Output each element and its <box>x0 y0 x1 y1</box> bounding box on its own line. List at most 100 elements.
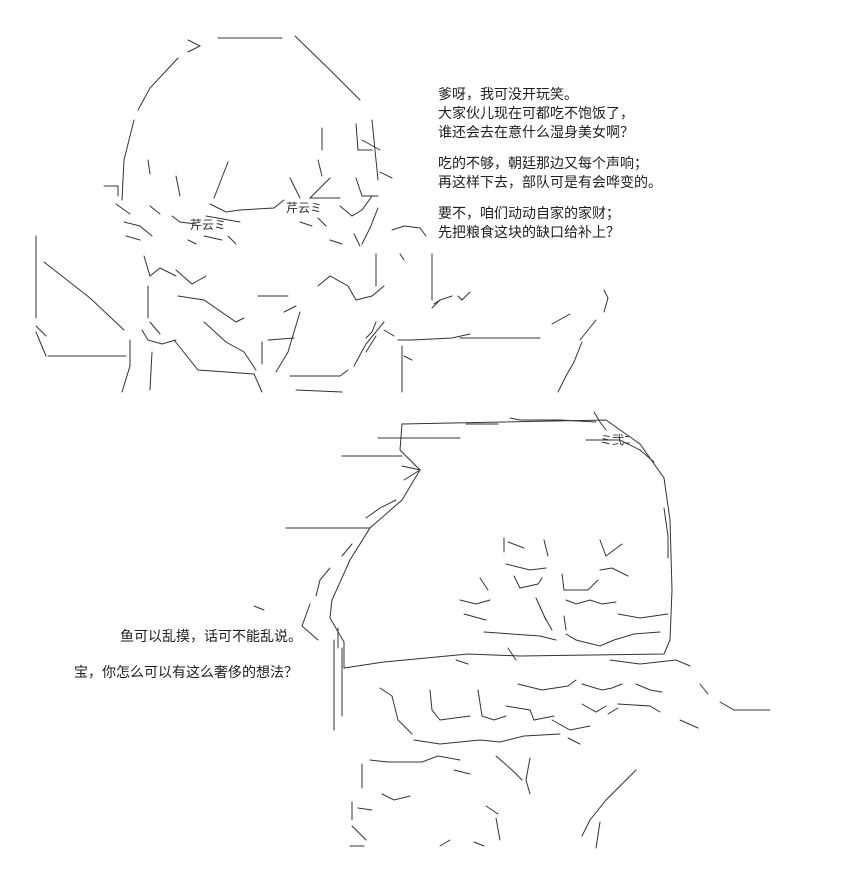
speech-block-top: 爹呀，我可没开玩笑。 大家伙儿现在可都吃不饱饭了， 谁还会去在意什么湿身美女啊？… <box>438 86 662 243</box>
shoulder-stroke <box>149 351 153 391</box>
face-stroke <box>115 203 161 215</box>
shoulder-stroke <box>365 321 377 339</box>
face-stroke <box>505 563 547 571</box>
hair-stroke <box>333 627 339 731</box>
hair-stroke <box>465 417 597 425</box>
hair-stroke <box>147 159 229 199</box>
speech-line-bottom-2: 宝，你怎么可以有这么奢侈的想法？ <box>74 665 298 681</box>
speech-gap <box>438 143 662 155</box>
hair-stroke <box>137 57 179 111</box>
eye-stroke <box>299 217 327 227</box>
eye-stroke <box>171 215 241 225</box>
hair-dotted-fill <box>329 419 673 669</box>
hair-stroke <box>593 411 607 431</box>
body-stroke <box>453 755 523 781</box>
body-stroke <box>679 719 699 729</box>
face-stroke <box>43 261 125 331</box>
bottom-character-art: ミ弐ﾆ <box>253 411 771 849</box>
face-stroke <box>147 285 161 335</box>
shoulder-stroke <box>431 295 453 309</box>
face-stroke <box>143 255 177 277</box>
face-stroke <box>391 225 427 237</box>
face-stroke <box>463 613 567 631</box>
speech-line: 吃的不够，朝廷那边又每个声响； <box>438 156 648 172</box>
body-stroke <box>379 687 413 735</box>
art-label-2: 芹云ミ <box>286 201 322 215</box>
face-stroke <box>209 199 285 213</box>
face-stroke <box>375 253 405 287</box>
face-stroke <box>503 537 549 557</box>
hair-stroke <box>301 603 319 641</box>
shoulder-stroke <box>551 313 597 341</box>
body-stroke <box>581 769 637 837</box>
body-stroke <box>357 807 373 811</box>
face-stroke <box>317 275 385 301</box>
face-stroke <box>561 573 599 591</box>
body-stroke <box>617 703 661 713</box>
face-stroke <box>599 539 623 557</box>
hair-stroke <box>585 439 655 463</box>
art-label-3: ミ弐ﾆ <box>600 433 630 447</box>
chin-stroke <box>295 321 385 393</box>
hair-stroke <box>289 159 341 199</box>
face-stroke <box>103 185 119 197</box>
body-stroke <box>567 737 581 745</box>
body-stroke <box>581 683 663 693</box>
body-stroke <box>381 793 411 801</box>
eye-stroke <box>187 235 237 245</box>
body-stroke <box>477 689 507 721</box>
chin-stroke <box>261 337 295 365</box>
body-stroke <box>517 679 577 691</box>
body-stroke <box>505 705 555 721</box>
hair-stroke <box>341 455 422 481</box>
chin-stroke <box>365 329 395 353</box>
speech-gap <box>438 193 662 205</box>
face-stroke <box>361 207 379 245</box>
body-stroke <box>413 733 561 745</box>
face-stroke <box>177 295 245 323</box>
body-stroke <box>253 605 265 611</box>
speech-line-bottom-1: 鱼可以乱摸，话可不能乱说。 <box>120 629 302 645</box>
shoulder-stroke <box>603 289 609 313</box>
chin-stroke <box>289 369 349 377</box>
hair-stroke <box>355 171 393 197</box>
speech-line: 先把粮食这块的缺口给补上？ <box>438 225 620 241</box>
hair-stroke <box>355 123 381 151</box>
body-stroke <box>699 683 709 695</box>
top-character-art: 芹云ミ 芹云ミ <box>35 35 609 393</box>
shoulder-stroke <box>121 339 131 393</box>
face-stroke <box>175 269 207 285</box>
body-stroke <box>551 719 591 731</box>
eye-stroke <box>329 233 361 247</box>
face-stroke <box>431 253 441 305</box>
hair-stroke <box>663 507 669 559</box>
face-stroke <box>479 575 543 591</box>
face-stroke <box>599 567 629 577</box>
art-label-1: 芹云ミ <box>190 218 226 232</box>
eye-stroke <box>123 221 153 241</box>
face-stroke <box>617 613 669 619</box>
face-stroke <box>565 631 661 647</box>
face-stroke <box>257 295 297 313</box>
hair-stroke <box>365 499 397 519</box>
body-stroke <box>473 841 485 847</box>
speech-line: 爹呀，我可没开玩笑。 <box>438 87 578 103</box>
shoulder-stroke <box>397 333 471 341</box>
hair-stroke <box>294 35 361 101</box>
chin-stroke <box>35 331 127 357</box>
face-stroke <box>483 631 557 641</box>
speech-line: 要不，咱们动动自家的家财； <box>438 206 620 222</box>
body-stroke <box>595 821 601 849</box>
body-stroke <box>351 801 367 841</box>
hair-stroke <box>315 543 353 597</box>
body-stroke <box>369 755 461 763</box>
hair-stroke <box>187 39 202 53</box>
body-stroke <box>581 703 619 715</box>
chin-stroke <box>173 339 263 393</box>
shoulder-stroke <box>457 291 471 301</box>
body-stroke <box>525 757 531 795</box>
shoulder-stroke <box>403 355 413 361</box>
speech-line: 大家伙儿现在可都吃不饱饭了， <box>438 106 634 122</box>
hair-stroke <box>371 119 379 181</box>
